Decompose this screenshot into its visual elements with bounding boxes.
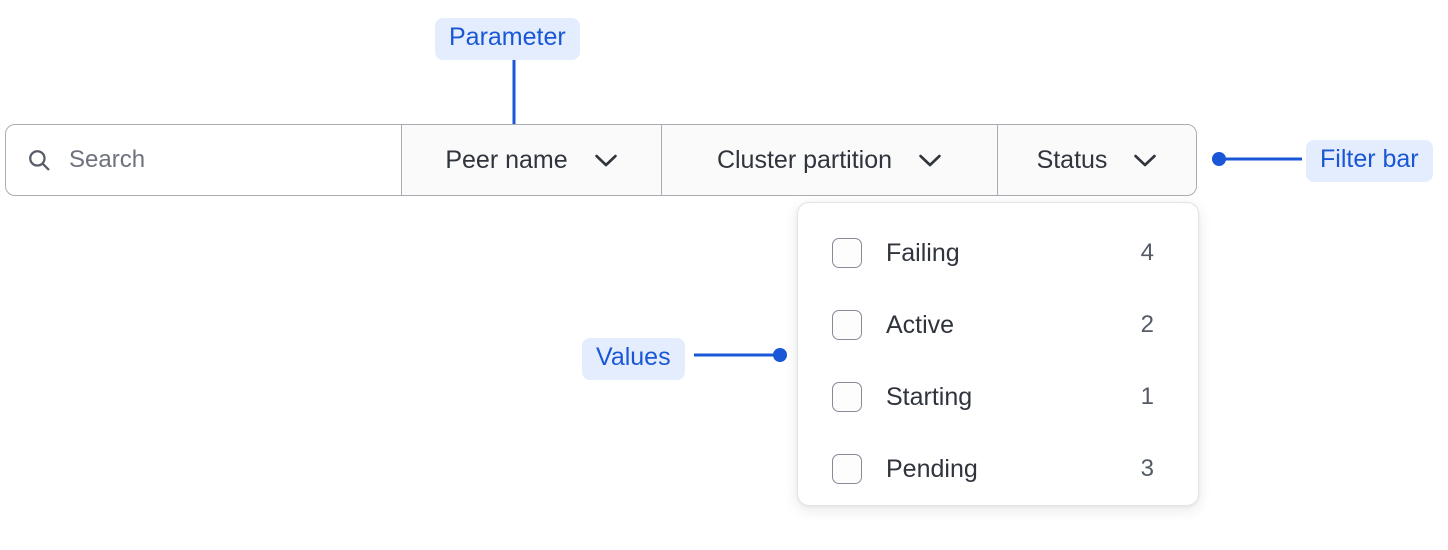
filter-dropdown-status[interactable]: Status [998,125,1196,195]
filter-dropdown-status-label: Status [1036,145,1108,174]
status-option-starting-count: 1 [1140,383,1154,410]
status-option-active[interactable]: Active 2 [798,289,1198,361]
status-option-active-label: Active [886,310,955,339]
filter-bar-connector-dot [1212,152,1226,166]
chevron-down-icon [1134,154,1157,166]
status-option-failing[interactable]: Failing 4 [798,217,1198,289]
filter-dropdown-cluster-partition-label: Cluster partition [716,145,893,174]
checkbox-pending[interactable] [832,454,862,484]
checkbox-starting[interactable] [832,382,862,412]
filter-dropdown-peer-name-label: Peer name [445,145,568,174]
checkbox-failing[interactable] [832,238,862,268]
status-option-pending-count: 3 [1140,455,1154,482]
status-option-starting-label: Starting [886,382,973,411]
chevron-down-icon [919,154,941,166]
checkbox-active[interactable] [832,310,862,340]
status-option-pending[interactable]: Pending 3 [798,433,1198,505]
annotation-values: Values [582,338,685,380]
status-option-starting[interactable]: Starting 1 [798,361,1198,433]
filter-dropdown-cluster-partition[interactable]: Cluster partition [662,125,998,195]
search-field[interactable] [6,125,402,195]
chevron-down-icon [594,154,617,166]
values-connector-dot [773,348,787,362]
status-dropdown-panel: Failing 4 Active 2 Starting 1 Pending 3 [797,202,1199,506]
annotation-parameter: Parameter [435,18,580,60]
status-option-active-count: 2 [1140,311,1154,338]
search-icon [29,150,50,171]
annotation-filter-bar: Filter bar [1306,140,1433,182]
status-option-failing-count: 4 [1140,239,1154,266]
filter-dropdown-peer-name[interactable]: Peer name [402,125,662,195]
search-input[interactable] [69,146,369,174]
status-option-pending-label: Pending [886,454,978,483]
filter-bar: Peer name Cluster partition Status [5,124,1197,196]
status-option-failing-label: Failing [886,238,960,267]
